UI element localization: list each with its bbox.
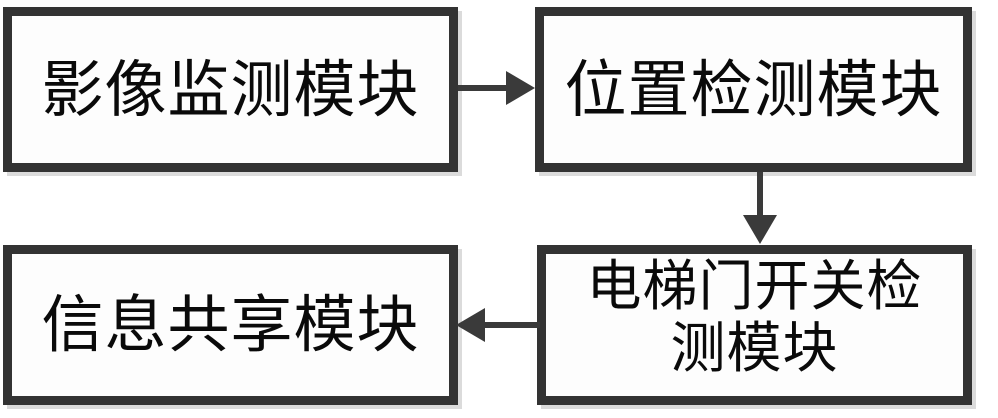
node-door-switch-label: 电梯门开关检 测模块 bbox=[586, 254, 923, 380]
node-image-monitor-label: 影像监测模块 bbox=[41, 52, 420, 126]
node-image-monitor[interactable]: 影像监测模块 bbox=[3, 7, 458, 172]
arrow-down-icon bbox=[743, 215, 777, 244]
connector-line bbox=[485, 322, 540, 328]
node-position-detect[interactable]: 位置检测模块 bbox=[535, 7, 972, 172]
node-info-share[interactable]: 信息共享模块 bbox=[3, 245, 458, 405]
arrow-left-icon bbox=[456, 308, 485, 342]
arrow-right-icon bbox=[506, 71, 535, 105]
node-info-share-label: 信息共享模块 bbox=[41, 288, 420, 362]
node-position-detect-label: 位置检测模块 bbox=[564, 52, 943, 126]
node-door-switch[interactable]: 电梯门开关检 测模块 bbox=[537, 245, 972, 405]
connector-line bbox=[757, 172, 763, 224]
connector-line bbox=[458, 85, 513, 91]
